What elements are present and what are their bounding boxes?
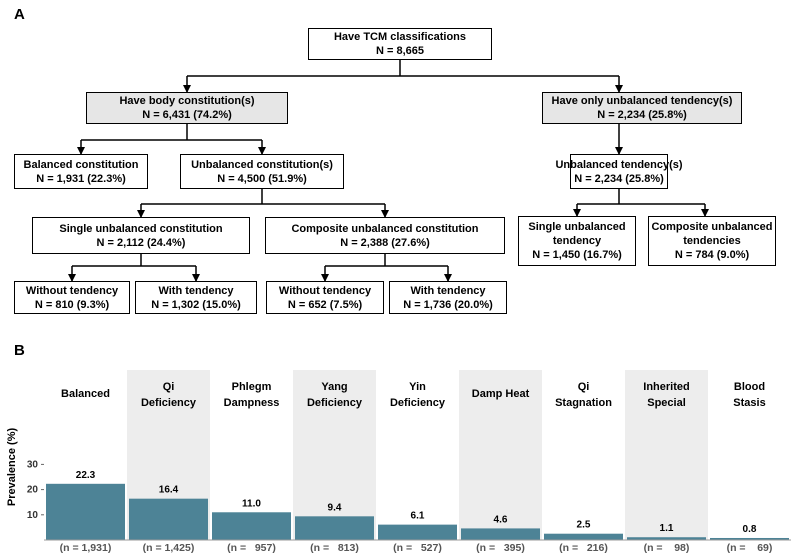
node-value: N = 4,500 (51.9%) — [217, 172, 307, 185]
n-label: (n = 69) — [727, 542, 773, 554]
bar — [212, 512, 291, 540]
y-tick-label: 10 — [27, 510, 39, 521]
category-label: Deficiency — [307, 397, 363, 409]
bar-value-label: 4.6 — [494, 514, 508, 525]
node-title: Have body constitution(s) — [119, 95, 255, 107]
node-title: Composite unbalanced constitution — [291, 222, 479, 235]
category-label: Blood — [734, 381, 765, 393]
bar-value-label: 22.3 — [76, 470, 96, 481]
node-value: N = 2,234 (25.8%) — [574, 172, 664, 185]
bar-value-label: 11.0 — [242, 498, 261, 509]
node-title: Without tendency — [25, 284, 119, 297]
node-title: Have TCM classifications — [333, 31, 467, 43]
category-label: Deficiency — [390, 397, 446, 409]
node-balanced-constitution: Balanced constitution N = 1,931 (22.3%) — [14, 154, 148, 189]
category-label: Phlegm — [232, 381, 272, 393]
bar-value-label: 6.1 — [411, 511, 425, 522]
bar — [378, 524, 457, 540]
node-unbalanced-tendency: Unbalanced tendency(s) N = 2,234 (25.8%) — [555, 154, 683, 189]
node-single-with-tendency: With tendency N = 1,302 (15.0%) — [135, 281, 257, 314]
node-have-body-constitution: Have body constitution(s) N = 6,431 (74.… — [86, 92, 288, 124]
bar-value-label: 2.5 — [577, 520, 591, 531]
category-label: Dampness — [224, 397, 280, 409]
category-label: Yin — [409, 381, 426, 393]
node-single-unbalanced-constitution: Single unbalanced constitution N = 2,112… — [32, 217, 250, 254]
category-label: Stasis — [733, 397, 765, 409]
node-value: N = 2,112 (24.4%) — [96, 236, 186, 249]
category-band — [625, 370, 708, 540]
tree-connectors — [68, 60, 709, 282]
category-band — [293, 370, 376, 540]
y-tick-label: 30 — [27, 459, 39, 470]
node-value: N = 2,234 (25.8%) — [597, 109, 687, 121]
node-title: Composite unbalanced — [651, 221, 773, 233]
node-title: Without tendency — [278, 284, 372, 297]
node-title: Unbalanced constitution(s) — [191, 158, 333, 171]
bar — [461, 528, 540, 540]
node-title: Have only unbalanced tendency(s) — [551, 95, 733, 107]
bar-value-label: 9.4 — [328, 502, 342, 513]
bar-value-label: 1.1 — [660, 523, 674, 534]
node-value: N = 652 (7.5%) — [287, 298, 363, 311]
node-value: N = 784 (9.0%) — [674, 249, 750, 261]
category-label: Yang — [321, 381, 347, 393]
bar — [544, 533, 623, 540]
y-tick-label: 20 — [27, 485, 39, 496]
n-label: (n = 527) — [393, 542, 442, 554]
node-title: With tendency — [158, 284, 234, 297]
y-axis-label: Prevalence (%) — [6, 428, 18, 507]
n-label: (n = 1,931) — [60, 542, 112, 554]
node-title-line2: tendencies — [683, 235, 741, 247]
bar — [627, 537, 706, 540]
n-label: (n = 98) — [644, 542, 690, 554]
n-label: (n = 813) — [310, 542, 359, 554]
node-single-unbalanced-tendency: Single unbalanced tendency N = 1,450 (16… — [518, 216, 636, 266]
bar — [46, 483, 125, 540]
node-title: With tendency — [410, 284, 486, 297]
category-label: Balanced — [61, 388, 110, 400]
node-single-without-tendency: Without tendency N = 810 (9.3%) — [14, 281, 130, 314]
node-title-line2: tendency — [552, 235, 602, 247]
category-label: Qi — [163, 381, 175, 393]
category-label: Deficiency — [141, 397, 197, 409]
category-label: Stagnation — [555, 397, 612, 409]
prevalence-bar-chart: Prevalence (%) 10 20 30 Balanced 22.3 (n = 1,9… — [6, 370, 791, 554]
node-title: Unbalanced tendency(s) — [555, 158, 683, 171]
category-label: Damp Heat — [472, 388, 530, 400]
n-label: (n = 395) — [476, 542, 525, 554]
n-label: (n = 1,425) — [143, 542, 195, 554]
node-value: N = 8,665 — [375, 45, 424, 57]
bar — [295, 516, 374, 540]
node-title: Balanced constitution — [23, 158, 139, 171]
node-composite-unbalanced-tendencies: Composite unbalanced tendencies N = 784 … — [648, 216, 776, 266]
bar-value-label: 16.4 — [159, 485, 179, 496]
node-composite-unbalanced-constitution: Composite unbalanced constitution N = 2,… — [265, 217, 505, 254]
node-value: N = 1,450 (16.7%) — [532, 249, 622, 261]
node-tcm-classifications: Have TCM classifications N = 8,665 — [308, 28, 492, 60]
node-value: N = 810 (9.3%) — [34, 298, 110, 311]
category-label: Inherited — [643, 381, 689, 393]
bar-value-label: 0.8 — [743, 524, 757, 535]
node-value: N = 6,431 (74.2%) — [142, 109, 232, 121]
node-composite-without-tendency: Without tendency N = 652 (7.5%) — [266, 281, 384, 314]
node-composite-with-tendency: With tendency N = 1,736 (20.0%) — [389, 281, 507, 314]
category-label: Qi — [578, 381, 590, 393]
category-label: Special — [647, 397, 686, 409]
node-value: N = 1,736 (20.0%) — [403, 298, 493, 311]
node-unbalanced-constitution: Unbalanced constitution(s) N = 4,500 (51… — [180, 154, 344, 189]
panel-label-a: A — [14, 6, 25, 23]
node-value: N = 1,302 (15.0%) — [151, 298, 241, 311]
node-title: Single unbalanced — [528, 221, 626, 233]
node-value: N = 2,388 (27.6%) — [340, 236, 430, 249]
node-value: N = 1,931 (22.3%) — [36, 172, 126, 185]
node-title: Single unbalanced constitution — [59, 222, 223, 235]
n-label: (n = 957) — [227, 542, 276, 554]
n-label: (n = 216) — [559, 542, 608, 554]
panel-label-b: B — [14, 342, 25, 359]
bar — [129, 498, 208, 540]
category-band — [459, 370, 542, 540]
node-only-unbalanced-tendency: Have only unbalanced tendency(s) N = 2,2… — [542, 92, 742, 124]
bar — [710, 537, 789, 540]
